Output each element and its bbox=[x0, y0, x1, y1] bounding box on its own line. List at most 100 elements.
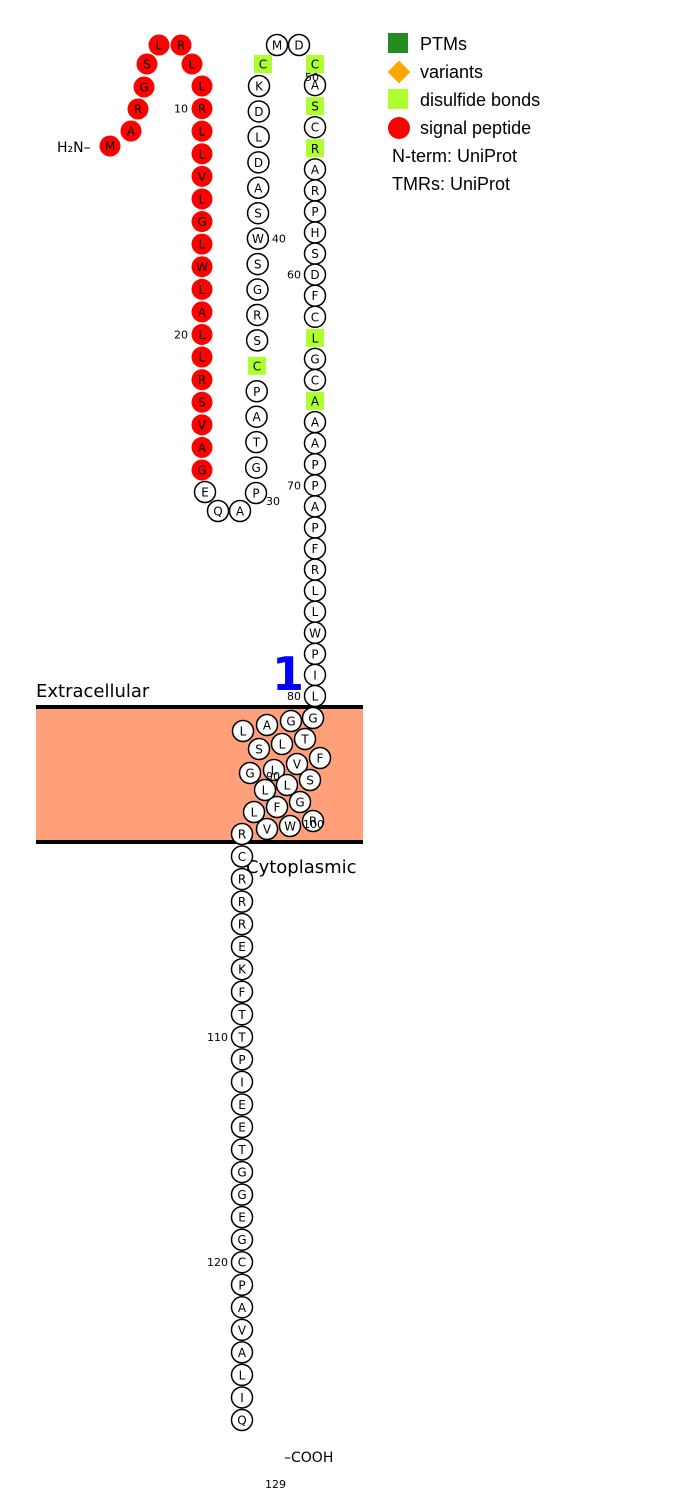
residue-letter: F bbox=[312, 289, 319, 303]
signal-peptide-marker bbox=[191, 414, 213, 436]
residue-122: A bbox=[230, 1296, 254, 1319]
residue-circle bbox=[231, 719, 255, 743]
n-terminus-label: H₂N– bbox=[57, 140, 91, 156]
residue-circle bbox=[253, 778, 277, 802]
residue-circle bbox=[230, 890, 254, 913]
residue-45: D bbox=[247, 100, 271, 123]
residue-50: C bbox=[306, 55, 324, 73]
residue-circle bbox=[230, 1341, 254, 1364]
residue-97: L bbox=[242, 800, 266, 824]
residue-83: A bbox=[255, 713, 279, 737]
residue-104: R bbox=[230, 890, 254, 913]
signal-peptide-marker bbox=[127, 98, 149, 120]
signal-peptide-marker bbox=[191, 278, 213, 300]
residue-letter: D bbox=[254, 156, 263, 170]
signal-peptide-marker bbox=[99, 135, 121, 157]
residue-letter: R bbox=[198, 373, 206, 387]
residue-86: L bbox=[270, 732, 294, 756]
residue-letter: A bbox=[198, 441, 207, 455]
residue-letter: A bbox=[311, 395, 320, 409]
residue-77: W bbox=[303, 621, 327, 645]
signal-peptide-marker bbox=[191, 211, 213, 233]
residue-letter: L bbox=[284, 779, 291, 793]
residue-41: S bbox=[246, 201, 270, 225]
residue-55: A bbox=[303, 158, 327, 181]
residue-107: K bbox=[230, 957, 254, 981]
residue-116: G bbox=[230, 1160, 254, 1184]
residue-126: I bbox=[230, 1386, 254, 1409]
residue-circle bbox=[245, 329, 269, 352]
tmr-source: TMRs: UniProt bbox=[392, 173, 511, 194]
residue-38: G bbox=[246, 278, 269, 301]
residue-circle bbox=[246, 201, 270, 225]
residue-letter: L bbox=[312, 605, 319, 619]
residue-circle bbox=[230, 1093, 254, 1116]
residue-circle bbox=[230, 1228, 254, 1251]
residue-101: R bbox=[230, 822, 254, 846]
residue-letter: C bbox=[311, 58, 319, 72]
residue-letter: S bbox=[255, 743, 263, 757]
residue-letter: I bbox=[240, 1075, 244, 1089]
signal-peptide-marker bbox=[170, 34, 192, 56]
residue-39: S bbox=[246, 252, 269, 276]
residue-21: L bbox=[191, 346, 213, 368]
signal-peptide-marker bbox=[191, 369, 213, 391]
residue-78: P bbox=[303, 642, 327, 666]
tick-label-60: 60 bbox=[287, 269, 301, 282]
residue-letter: E bbox=[238, 940, 246, 954]
residue-circle bbox=[247, 125, 270, 149]
residue-letter: K bbox=[255, 80, 264, 94]
residue-letter: S bbox=[253, 334, 261, 348]
residue-letter: R bbox=[238, 828, 246, 842]
residue-circle bbox=[303, 115, 327, 139]
signal-peptide-marker bbox=[120, 120, 142, 142]
residue-circle bbox=[303, 684, 327, 708]
residue-circle bbox=[230, 1048, 254, 1071]
residue-124: A bbox=[230, 1341, 254, 1364]
residue-4: G bbox=[133, 76, 155, 98]
residue-circle bbox=[245, 380, 268, 403]
residue-70: P bbox=[303, 474, 327, 497]
residue-circle bbox=[247, 74, 271, 98]
residue-circle bbox=[262, 758, 286, 782]
residue-circle bbox=[303, 368, 327, 392]
residue-letter: L bbox=[239, 1368, 246, 1382]
residue-67: A bbox=[303, 410, 327, 434]
residue-12: L bbox=[191, 143, 213, 165]
signal-peptide-marker bbox=[191, 98, 213, 120]
residue-circle bbox=[278, 814, 302, 838]
residue-letter: F bbox=[312, 542, 319, 556]
residue-letter: L bbox=[312, 584, 319, 598]
residue-46: K bbox=[247, 74, 271, 98]
residue-letter: R bbox=[238, 873, 246, 887]
residue-circle bbox=[247, 737, 271, 761]
residue-18: L bbox=[191, 278, 213, 300]
legend-item-variants: variants bbox=[387, 58, 540, 86]
residue-letter: G bbox=[310, 352, 319, 366]
residue-letter: C bbox=[311, 374, 319, 388]
residue-letter: C bbox=[259, 58, 267, 72]
residue-23: S bbox=[191, 391, 213, 413]
residue-8: L bbox=[181, 53, 203, 75]
tick-label-20: 20 bbox=[174, 328, 188, 341]
residue-letter: K bbox=[238, 963, 247, 977]
signal-peptide-marker bbox=[191, 436, 213, 458]
residue-circle bbox=[230, 1003, 254, 1026]
residue-30: P bbox=[244, 481, 268, 505]
residue-letter: C bbox=[238, 850, 246, 864]
residue-circle bbox=[270, 732, 294, 756]
residue-circle bbox=[230, 845, 254, 868]
residue-letter: T bbox=[252, 436, 261, 450]
residue-25: A bbox=[191, 436, 213, 458]
ptm-legend-swatch bbox=[388, 33, 408, 53]
disulfide-marker bbox=[254, 55, 272, 73]
residue-120: C bbox=[230, 1250, 254, 1274]
residue-circle bbox=[230, 980, 254, 1004]
residue-letter: P bbox=[238, 1278, 245, 1292]
signal-peptide-marker bbox=[191, 391, 213, 413]
signal-peptide-marker bbox=[191, 256, 213, 278]
residue-circle bbox=[245, 430, 268, 454]
residue-letter: A bbox=[127, 125, 136, 139]
residue-113: E bbox=[230, 1093, 254, 1116]
